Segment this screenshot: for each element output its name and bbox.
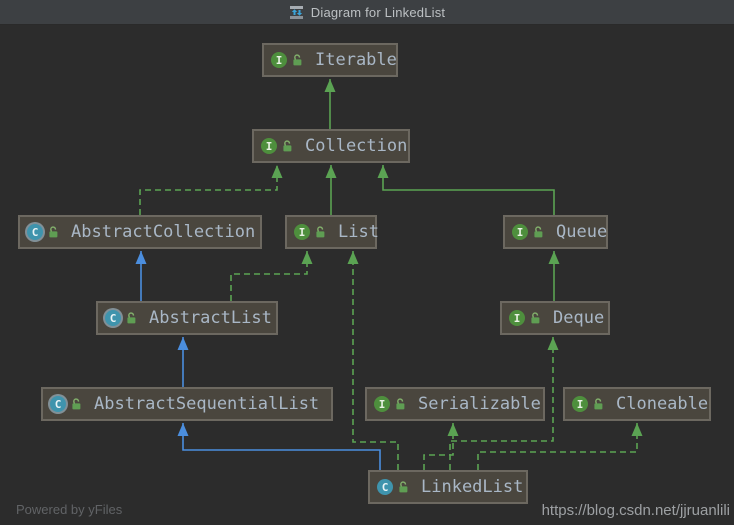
node-label: Queue: [556, 222, 608, 242]
interface-icon: I: [572, 396, 588, 412]
window-titlebar: Diagram for LinkedList: [0, 0, 734, 25]
interface-icon: I: [512, 224, 528, 240]
public-lock-icon: [292, 54, 303, 66]
public-lock-icon: [398, 481, 409, 493]
edge-queue-extends-collection: [377, 165, 555, 215]
interface-icon: I: [261, 138, 277, 154]
edge-linkedlist-implements-list: [347, 251, 399, 470]
public-lock-icon: [533, 226, 544, 238]
node-label: Collection: [305, 136, 408, 156]
node-label: Serializable: [418, 394, 541, 414]
public-lock-icon: [71, 398, 82, 410]
public-lock-icon: [395, 398, 406, 410]
public-lock-icon: [126, 312, 137, 324]
abstract-class-icon: C: [105, 310, 121, 326]
node-abstractsequentiallist[interactable]: C AbstractSequentialList: [41, 387, 333, 421]
node-cloneable[interactable]: I Cloneable: [563, 387, 711, 421]
public-lock-icon: [282, 140, 293, 152]
interface-icon: I: [509, 310, 525, 326]
class-icon: C: [377, 479, 393, 495]
powered-by-yfiles: Powered by yFiles: [16, 502, 123, 517]
public-lock-icon: [593, 398, 604, 410]
interface-icon: I: [271, 52, 287, 68]
public-lock-icon: [315, 226, 326, 238]
abstract-class-icon: C: [50, 396, 66, 412]
node-abstractcollection[interactable]: C AbstractCollection: [18, 215, 262, 249]
node-list[interactable]: I List: [285, 215, 379, 249]
edge-abstractlist-implements-list: [230, 251, 313, 301]
node-label: Cloneable: [616, 394, 709, 414]
node-label: AbstractList: [149, 308, 272, 328]
edge-abstractcollection-implements-collection: [139, 165, 283, 215]
node-label: List: [338, 222, 379, 242]
node-linkedlist[interactable]: C LinkedList: [368, 470, 528, 504]
public-lock-icon: [48, 226, 59, 238]
node-iterable[interactable]: I Iterable: [262, 43, 398, 77]
node-deque[interactable]: I Deque: [500, 301, 610, 335]
edge-linkedlist-implements-cloneable: [477, 423, 643, 470]
diagram-icon: [289, 5, 304, 20]
node-label: Deque: [553, 308, 605, 328]
node-serializable[interactable]: I Serializable: [365, 387, 545, 421]
node-abstractlist[interactable]: C AbstractList: [96, 301, 278, 335]
node-label: LinkedList: [421, 477, 524, 497]
window-title: Diagram for LinkedList: [310, 4, 446, 20]
edge-linkedlist-extends-abstractsequentiallist: [177, 423, 381, 470]
node-label: Iterable: [315, 50, 397, 70]
interface-icon: I: [294, 224, 310, 240]
node-label: AbstractCollection: [71, 222, 256, 242]
node-queue[interactable]: I Queue: [503, 215, 608, 249]
node-label: AbstractSequentialList: [94, 394, 320, 414]
interface-icon: I: [374, 396, 390, 412]
watermark-url: https://blog.csdn.net/jjruanlili: [541, 502, 730, 519]
edge-linkedlist-implements-serializable: [423, 423, 459, 470]
edge-linkedlist-implements-deque: [449, 337, 559, 470]
node-collection[interactable]: I Collection: [252, 129, 410, 163]
abstract-class-icon: C: [27, 224, 43, 240]
public-lock-icon: [530, 312, 541, 324]
